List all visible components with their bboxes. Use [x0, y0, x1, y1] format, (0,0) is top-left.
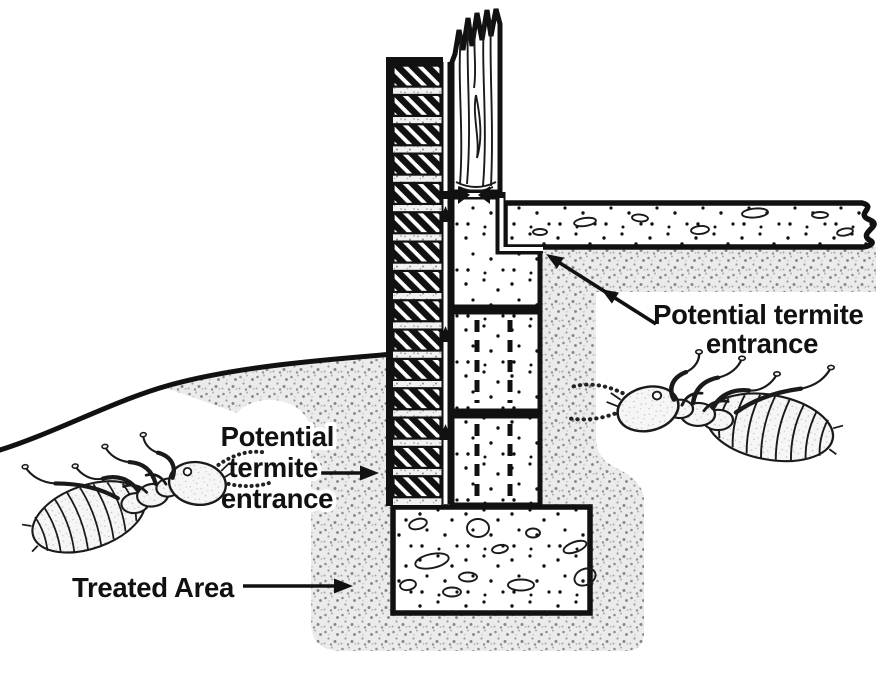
- left-entrance-line3: entrance: [221, 483, 333, 514]
- brick-wall: [386, 57, 443, 506]
- foundation-blocks: [449, 194, 543, 508]
- wall-cap: [386, 57, 443, 65]
- wood-grain: [458, 19, 493, 187]
- left-entrance-arrow: [316, 465, 379, 481]
- foundation-lower-block: [449, 413, 543, 508]
- wood-post: [449, 8, 503, 195]
- right-entrance-label: Potential termite entrance: [653, 299, 871, 359]
- channel-up-arrows: [439, 206, 452, 440]
- right-entrance-line1: Potential termite: [653, 299, 863, 330]
- treated-area-text: Treated Area: [72, 572, 235, 603]
- left-entrance-label: Potential termite entrance: [221, 421, 342, 514]
- brick-course: [392, 64, 442, 499]
- treated-area-arrow: [243, 578, 353, 594]
- foundation-mid-block: [449, 309, 543, 414]
- left-entrance-line1: Potential: [221, 421, 334, 452]
- footing-aggregate: [399, 517, 597, 598]
- termite-illustration-right: [568, 350, 847, 473]
- sill-entry-arrows: [442, 186, 504, 204]
- wall-outer-edge: [386, 57, 393, 506]
- right-entrance-arrow: [546, 254, 657, 326]
- concrete-slab: [502, 200, 877, 250]
- concrete-footing: [390, 504, 597, 616]
- grade-line: [0, 351, 397, 453]
- right-entrance-line2: entrance: [706, 328, 818, 359]
- treated-area-label: Treated Area: [72, 572, 235, 603]
- left-entrance-line2: termite: [229, 452, 319, 483]
- slab-aggregate: [532, 207, 854, 237]
